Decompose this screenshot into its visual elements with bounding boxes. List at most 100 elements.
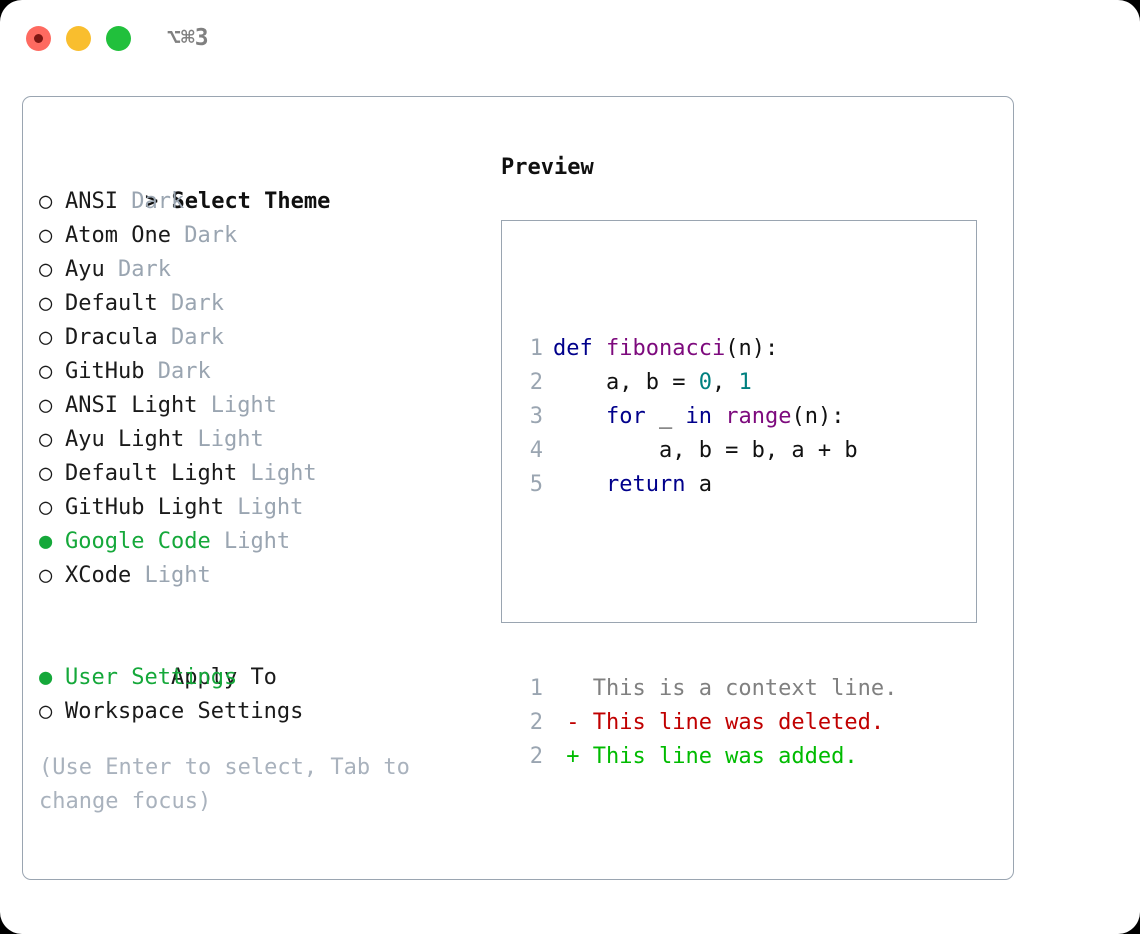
code-token: range: [725, 404, 792, 429]
theme-name: Ayu: [65, 257, 105, 282]
theme-variant-label: Light: [184, 427, 264, 452]
line-number: 2: [529, 744, 543, 769]
radio-unselected-icon: ○: [39, 257, 53, 282]
close-button[interactable]: [26, 26, 51, 51]
radio-unselected-icon: ○: [39, 393, 53, 418]
line-number: 3: [529, 404, 543, 429]
select-theme-header: > Select Theme: [39, 151, 479, 214]
radio-unselected-icon: ○: [39, 291, 53, 316]
code-token: 1: [738, 370, 752, 395]
theme-list-item[interactable]: ○ Atom One Dark: [39, 219, 479, 253]
keyboard-hint-text: (Use Enter to select, Tab to change focu…: [39, 755, 424, 814]
code-token: a: [698, 472, 712, 497]
theme-list-item[interactable]: ●Google Code Light: [39, 525, 479, 559]
theme-name: Atom One: [65, 223, 171, 248]
apply-to-option-label: User Settings: [65, 665, 238, 690]
select-theme-header-label: > Select Theme: [144, 189, 331, 214]
radio-unselected-icon: ○: [39, 325, 53, 350]
line-number: 2: [529, 710, 543, 735]
title-bar: ⌥⌘3: [0, 0, 1140, 78]
theme-variant-label: Light: [197, 393, 277, 418]
theme-variant-label: Light: [237, 461, 317, 486]
theme-list-item[interactable]: ○ Default Dark: [39, 287, 479, 321]
theme-list-item[interactable]: ○ XCode Light: [39, 559, 479, 593]
radio-unselected-icon: ○: [39, 359, 53, 384]
theme-name: ANSI: [65, 189, 118, 214]
diff-line: 2 + This line was added.: [515, 740, 897, 774]
apply-to-option-label: Workspace Settings: [65, 699, 304, 724]
theme-name: Dracula: [65, 325, 158, 350]
theme-list-item[interactable]: ○ Dracula Dark: [39, 321, 479, 355]
theme-name: GitHub Light: [65, 495, 224, 520]
traffic-light-buttons: [26, 26, 131, 51]
code-token: a, b = b, a + b: [553, 438, 858, 463]
radio-selected-icon: ●: [39, 529, 53, 554]
theme-list: ○ ANSI Dark ○ Atom One Dark ○ Ayu Dark ○ Defaul…: [39, 185, 479, 593]
apply-to-list: ● User Settings ○ Workspace Settings: [39, 661, 479, 729]
code-token: _: [658, 404, 686, 429]
code-token: This is a context line.: [553, 676, 898, 701]
apply-to-option[interactable]: ○ Workspace Settings: [39, 695, 479, 729]
theme-list-item[interactable]: ○ Ayu Light Light: [39, 423, 479, 457]
diff-sample: 1 This is a context line. 2 - This line w…: [515, 672, 898, 774]
minimize-button[interactable]: [66, 26, 91, 51]
theme-name: Google Code: [65, 529, 211, 554]
code-diff-gap: [515, 570, 897, 604]
code-line: 4 a, b = b, a + b: [515, 434, 897, 468]
radio-unselected-icon: ○: [39, 461, 53, 486]
code-token: for: [553, 404, 659, 429]
theme-name: XCode: [65, 563, 132, 588]
apply-to-title-label: Apply To: [170, 665, 277, 690]
theme-variant-label: Dark: [157, 325, 224, 350]
code-token: fibonacci: [605, 336, 726, 361]
theme-list-item[interactable]: ○GitHub Dark: [39, 355, 479, 389]
theme-variant-label: Light: [223, 495, 304, 520]
theme-variant-label: Dark: [157, 291, 224, 316]
code-token: 0: [698, 370, 712, 395]
line-number: 5: [529, 472, 543, 497]
code-token: def: [553, 336, 606, 361]
code-token: a, b =: [553, 370, 699, 395]
code-token: return: [553, 472, 699, 497]
code-token: + This line was added.: [553, 744, 858, 769]
theme-name: Ayu Light: [65, 427, 185, 452]
theme-list-item[interactable]: ○ Default Light Light: [39, 457, 479, 491]
theme-selector-column: > Select Theme ○ANSI Dark○Atom One Dark○…: [39, 151, 479, 819]
theme-variant-label: Light: [131, 563, 211, 588]
line-number: 4: [529, 438, 543, 463]
code-token: (n):: [725, 336, 779, 361]
code-token: ,: [711, 370, 739, 395]
code-token: (n):: [791, 404, 845, 429]
theme-list-item[interactable]: ○ GitHub Light Light: [39, 491, 479, 525]
theme-variant-label: Dark: [104, 257, 171, 282]
radio-unselected-icon: ○: [39, 495, 53, 520]
radio-unselected-icon: ○: [39, 427, 53, 452]
theme-name: Default: [65, 291, 158, 316]
theme-list-item[interactable]: ○ Ayu Dark: [39, 253, 479, 287]
line-number: 2: [529, 370, 543, 395]
theme-list-item[interactable]: ○ANSI Light Light: [39, 389, 479, 423]
code-line: 5 return a: [515, 468, 897, 502]
theme-variant-label: Dark: [117, 189, 185, 214]
radio-unselected-icon: ○: [39, 189, 53, 214]
theme-name: Default Light: [65, 461, 238, 486]
theme-name: GitHub: [65, 359, 145, 384]
radio-selected-icon: ●: [39, 665, 53, 690]
theme-list-item[interactable]: ○ ANSI Dark: [39, 185, 479, 219]
radio-unselected-icon: ○: [39, 699, 53, 724]
radio-unselected-icon: ○: [39, 223, 53, 248]
main-panel: > Select Theme ○ANSI Dark○Atom One Dark○…: [22, 96, 1014, 880]
theme-variant-label: Dark: [170, 223, 238, 248]
diff-line: 1 This is a context line.: [515, 672, 898, 706]
apply-to-title: Apply To: [39, 627, 479, 690]
zoom-button[interactable]: [106, 26, 131, 51]
radio-unselected-icon: ○: [39, 563, 53, 588]
code-token: - This line was deleted.: [553, 710, 885, 735]
apply-to-option[interactable]: ● User Settings: [39, 661, 479, 695]
